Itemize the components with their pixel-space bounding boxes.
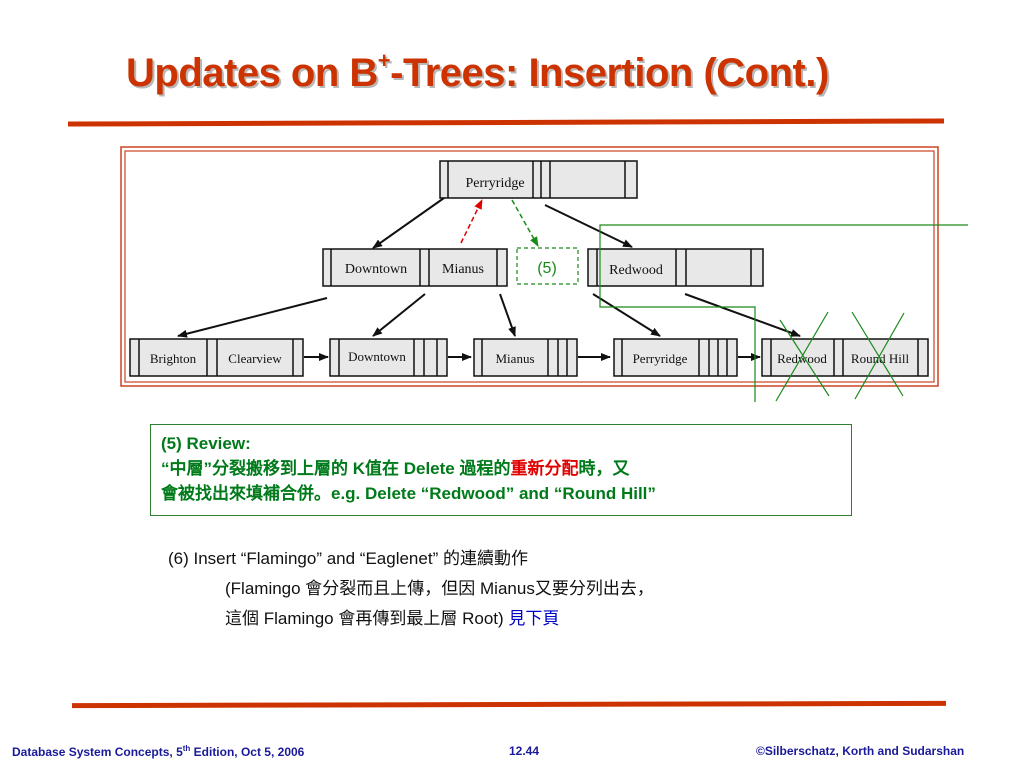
review-text-a: “中層”分裂搬移到上層的 K值在 Delete 過程的 [161, 459, 511, 478]
slide-title: Updates on B+-Trees: Insertion (Cont.) [126, 48, 829, 96]
insert-line-2: (Flamingo 會分裂而且上傳，但因 Mianus又要分列出去， [225, 579, 654, 598]
leaf-key-mianus: Mianus [496, 351, 535, 366]
review-line-2: “中層”分裂搬移到上層的 K值在 Delete 過程的重新分配時，又 [161, 456, 841, 481]
diagram-frame-outer [120, 146, 939, 387]
footer-book-title-b: Edition, Oct 5, 2006 [190, 745, 305, 759]
insert-note: (6) Insert “Flamingo” and “Eaglenet” 的連續… [168, 544, 654, 634]
title-prefix: Updates on B [126, 51, 378, 95]
leaf-key-redwood: Redwood [777, 351, 827, 366]
leaf-node-5: Redwood Round Hill [761, 338, 929, 377]
root-node: Perryridge [439, 160, 638, 199]
bplus-tree-diagram: Perryridge Downtown Mianus (5) Redwood B… [120, 146, 968, 402]
leaf-key-brighton: Brighton [150, 351, 197, 366]
insert-line-3-text: 這個 Flamingo 會再傳到最上層 Root) [225, 609, 509, 628]
root-key: Perryridge [465, 176, 524, 191]
leaf-key-perryridge: Perryridge [633, 351, 688, 366]
internal-key-mianus: Mianus [442, 262, 484, 277]
review-heading: (5) Review: [161, 434, 251, 453]
deletion-annotations [599, 224, 968, 402]
pending-key-box [516, 247, 579, 285]
internal-key-downtown: Downtown [345, 262, 407, 277]
review-text-highlight: 重新分配 [510, 459, 579, 478]
leaf-node-1: Brighton Clearview [129, 338, 304, 377]
footer-book-title-sup: th [182, 744, 191, 753]
title-suffix: -Trees: Insertion (Cont.) [390, 51, 829, 95]
insert-line-3: 這個 Flamingo 會再傳到最上層 Root) 見下頁 [168, 604, 654, 634]
review-note-box: (5) Review: “中層”分裂搬移到上層的 K值在 Delete 過程的重… [150, 424, 852, 516]
internal-node-right: Redwood [587, 248, 764, 287]
footer-rule [71, 700, 947, 709]
pending-key-label: (5) [537, 260, 557, 277]
leaf-node-2: Downtown [329, 338, 448, 377]
leaf-key-downtown: Downtown [348, 349, 406, 364]
review-line-3: 會被找出來填補合併。e.g. Delete “Redwood” and “Rou… [161, 484, 656, 503]
review-text-b: 時，又 [578, 459, 630, 478]
title-sup: + [377, 48, 391, 73]
leaf-node-4: Perryridge [613, 338, 738, 377]
next-page-link[interactable]: 見下頁 [508, 609, 560, 628]
internal-key-redwood: Redwood [609, 263, 663, 278]
footer-book-title-a: Database System Concepts, 5 [12, 745, 183, 759]
leaf-node-3: Mianus [473, 338, 578, 377]
move-down-arrow [511, 199, 539, 247]
tree-pointers [177, 197, 801, 361]
move-up-arrow [460, 199, 483, 244]
footer-copyright: ©Silberschatz, Korth and Sudarshan [756, 744, 965, 758]
leaf-key-clearview: Clearview [228, 351, 282, 366]
insert-line-1: (6) Insert “Flamingo” and “Eaglenet” 的連續… [168, 549, 528, 568]
footer-page-number: 12.44 [509, 744, 540, 758]
internal-node-left: Downtown Mianus [322, 248, 508, 287]
footer-book-title: Database System Concepts, 5th Edition, O… [12, 744, 304, 759]
diagram-frame-inner [124, 150, 935, 383]
